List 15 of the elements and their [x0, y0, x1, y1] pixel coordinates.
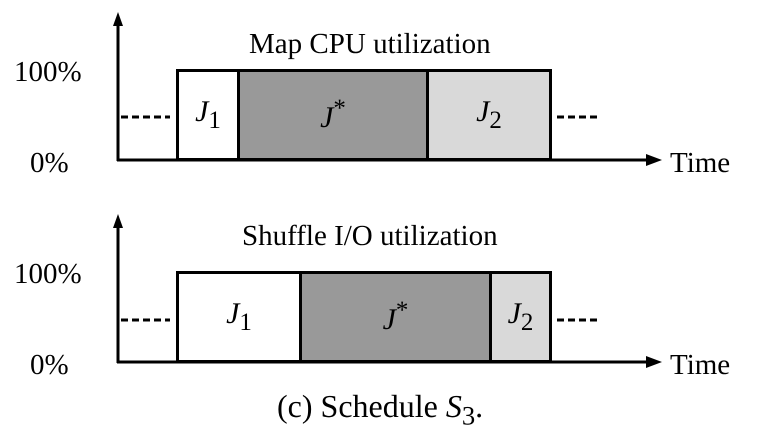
axis-tick-label: 100%	[14, 56, 82, 88]
figure-caption: (c) Schedule S$_{3}$.	[277, 388, 484, 432]
axis-tick-label: 0%	[30, 147, 69, 179]
job-block: J$^{*}$	[237, 69, 429, 161]
chart-title: Map CPU utilization	[249, 28, 491, 60]
axis-label: Time	[670, 147, 730, 179]
chart-title: Shuffle I/O utilization	[242, 220, 498, 252]
job-block: J$_{1}$	[176, 271, 302, 363]
job-block: J$_{2}$	[426, 69, 552, 161]
axis-tick-label: 0%	[30, 349, 69, 381]
job-block: J$_{2}$	[489, 271, 552, 363]
job-block: J$_{1}$	[176, 69, 240, 161]
axis-tick-label: 100%	[14, 258, 82, 290]
job-block: J$^{*}$	[299, 271, 492, 363]
axis-label: Time	[670, 349, 730, 381]
